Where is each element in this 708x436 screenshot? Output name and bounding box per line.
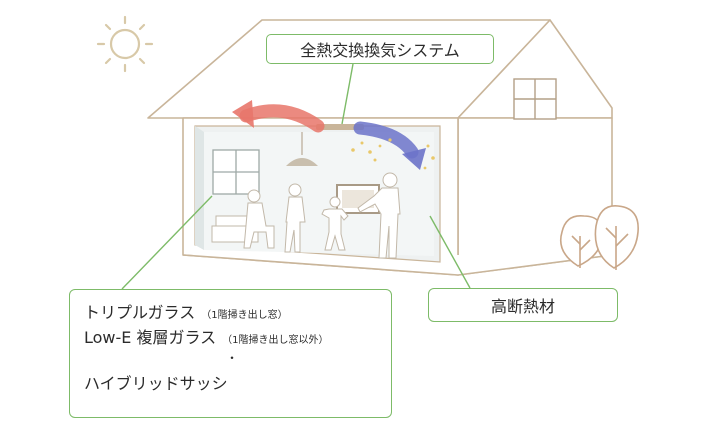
low-e-glass-text: Low-E 複層ガラス bbox=[84, 328, 217, 347]
room-window bbox=[212, 149, 260, 195]
tree-icons bbox=[559, 205, 639, 270]
fresh-air-sparkles-icon bbox=[351, 138, 435, 170]
insulation-text: 高断熱材 bbox=[490, 297, 555, 316]
insulation-label: 高断熱材 bbox=[428, 288, 618, 322]
triple-glass-text: トリプルガラス bbox=[84, 303, 196, 322]
gable-window bbox=[513, 78, 557, 120]
pendant-lamp bbox=[286, 132, 318, 166]
low-e-glass-line: Low-E 複層ガラス （1階掃き出し窓以外） bbox=[84, 324, 391, 349]
hybrid-sash-text: ハイブリッドサッシ bbox=[84, 374, 228, 393]
low-e-glass-note: （1階掃き出し窓以外） bbox=[222, 335, 329, 346]
callout-lines bbox=[121, 63, 471, 290]
separator-dot: ・ bbox=[226, 351, 239, 365]
family-silhouettes bbox=[243, 172, 401, 259]
supply-arrow-icon bbox=[353, 121, 426, 170]
sun-icon bbox=[96, 15, 154, 73]
triple-glass-line: トリプルガラス （1階掃き出し窓） bbox=[84, 299, 391, 324]
hybrid-sash-line: ハイブリッドサッシ bbox=[84, 370, 391, 395]
ventilation-system-label: 全熱交換換気システム bbox=[266, 34, 494, 64]
ventilation-unit bbox=[316, 124, 364, 130]
exhaust-arrow-icon bbox=[232, 100, 325, 133]
glass-sash-label: トリプルガラス （1階掃き出し窓） Low-E 複層ガラス （1階掃き出し窓以外… bbox=[69, 289, 392, 418]
triple-glass-note: （1階掃き出し窓） bbox=[201, 310, 288, 321]
ventilation-system-text: 全熱交換換気システム bbox=[300, 41, 460, 60]
